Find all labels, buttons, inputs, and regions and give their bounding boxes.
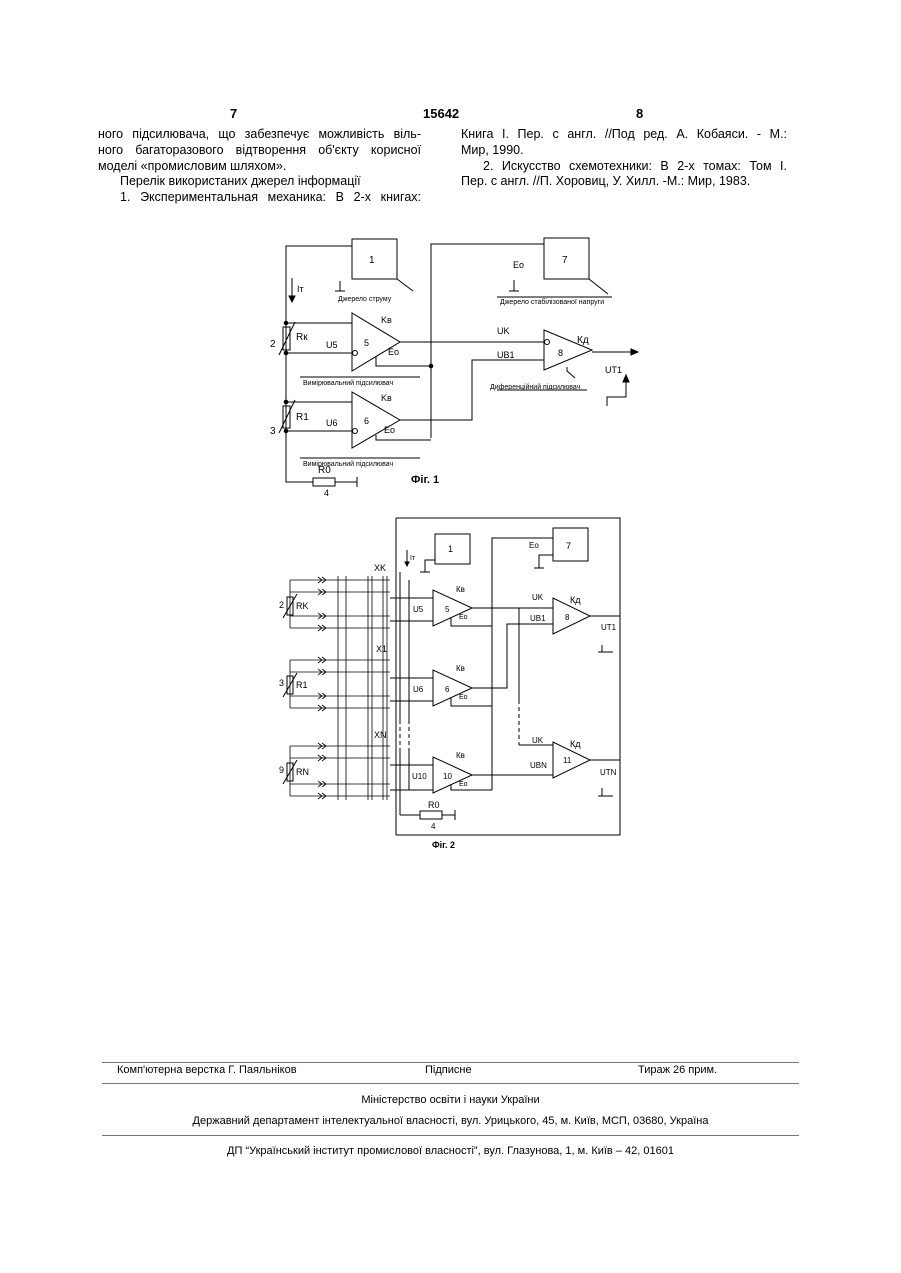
figure-2-circuit: 1 7 Eo Iт XK X1 XN 2 RK 3 R1 9 RN U5 U6 … — [270, 510, 630, 855]
right-line: Пер. с англ. //П. Хоровиц, У. Хилл. -М.:… — [461, 174, 787, 190]
fig2-amp5-e0: Eo — [459, 614, 468, 621]
fig1-amp8-label: Диференційний підсилювач — [490, 383, 581, 391]
right-line: Книга І. Пер. с англ. //Под ред. А. Коба… — [461, 127, 787, 143]
fig1-u6: U6 — [326, 418, 338, 428]
fig2-amp8-kd: Кд — [570, 595, 581, 605]
fig1-num2: 2 — [270, 339, 276, 350]
reference-2: 2. Искусство схемотехники: В 2-х томах: … — [461, 159, 787, 175]
left-line: ного підсилювача, що забезпечує можливіс… — [98, 127, 421, 143]
fig2-xn: XN — [374, 730, 387, 740]
left-column: ного підсилювача, що забезпечує можливіс… — [98, 127, 421, 206]
patent-number: 15642 — [423, 106, 459, 121]
fig2-ubn: UBN — [530, 761, 547, 770]
right-line: Мир, 1990. — [461, 143, 787, 159]
fig2-xk: XK — [374, 563, 386, 573]
fig2-amp6-number: 6 — [445, 685, 450, 694]
fig2-num3: 3 — [279, 678, 284, 688]
fig1-ut1: UT1 — [605, 365, 622, 375]
fig1-block1-label: Джерело струму — [338, 296, 392, 303]
left-line: моделі «промисловим шляхом». — [98, 159, 421, 175]
fig2-num2: 2 — [279, 600, 284, 610]
imprint-typesetting: Комп'ютерна верстка Г. Паяльніков — [117, 1064, 297, 1076]
fig2-x1: X1 — [376, 644, 387, 654]
fig2-current-label: Iт — [410, 555, 416, 562]
fig2-caption: Фіг. 2 — [432, 840, 455, 850]
fig2-utn: UTN — [600, 768, 617, 777]
fig2-u6: U6 — [413, 685, 424, 694]
page-number-right: 8 — [636, 106, 643, 121]
fig2-num4: 4 — [431, 822, 436, 831]
page-number-left: 7 — [230, 106, 237, 121]
fig2-amp5-number: 5 — [445, 605, 450, 614]
imprint-ministry: Міністерство освіти і науки України — [102, 1094, 799, 1106]
imprint-divider — [102, 1135, 799, 1136]
fig1-e0: Eo — [513, 260, 524, 270]
fig1-num3: 3 — [270, 426, 276, 437]
fig2-r0: R0 — [428, 800, 440, 810]
fig1-amp8-number: 8 — [558, 348, 563, 358]
fig2-amp10-number: 10 — [443, 772, 452, 781]
imprint-institute: ДП “Український інститут промислової вла… — [102, 1145, 799, 1157]
fig1-block7-number: 7 — [562, 255, 568, 266]
fig1-rk: Rк — [296, 332, 308, 343]
fig2-amp10-e0: Eo — [459, 781, 468, 788]
fig2-u5: U5 — [413, 605, 424, 614]
fig1-uk: UK — [497, 326, 510, 336]
fig1-block1-number: 1 — [369, 255, 375, 266]
fig1-r0: R0 — [318, 465, 331, 476]
fig2-block1-number: 1 — [448, 544, 453, 554]
left-line: ного багаторазового відтворення об'єкту … — [98, 143, 421, 159]
references-heading: Перелік використаних джерел інформації — [98, 174, 421, 190]
fig1-amp5-e0: Eo — [388, 347, 399, 357]
fig2-amp10-kv: Кв — [456, 751, 465, 760]
fig1-block7-label: Джерело стабілізованої напруги — [500, 298, 604, 306]
imprint-department: Державний департамент інтелектуальної вл… — [102, 1115, 799, 1127]
fig2-uk-n: UK — [532, 736, 544, 745]
imprint-divider — [102, 1062, 799, 1063]
fig2-uk: UK — [532, 593, 544, 602]
fig2-amp11-number: 11 — [563, 756, 572, 765]
fig1-amp5-kv: Kв — [381, 315, 392, 325]
fig2-amp6-e0: Eo — [459, 694, 468, 701]
fig2-ut1: UT1 — [601, 623, 617, 632]
fig1-caption: Фіг. 1 — [411, 474, 439, 486]
fig1-amp6-label: Вимірювальний підсилювач — [303, 460, 394, 468]
fig1-current-label: Iт — [297, 284, 304, 294]
fig1-amp5-label: Вимірювальний підсилювач — [303, 379, 394, 387]
fig2-rk: RK — [296, 601, 309, 611]
fig2-rn: RN — [296, 767, 309, 777]
imprint-divider — [102, 1083, 799, 1084]
fig1-r1: R1 — [296, 412, 309, 423]
fig1-num4: 4 — [324, 488, 329, 498]
fig2-e0: Eo — [529, 541, 539, 550]
fig1-amp6-number: 6 — [364, 416, 369, 426]
fig2-amp11-kd: Кд — [570, 739, 581, 749]
fig1-ub1: UB1 — [497, 350, 515, 360]
fig2-amp6-kv: Кв — [456, 664, 465, 673]
fig1-u5: U5 — [326, 340, 338, 350]
fig2-amp5-kv: Кв — [456, 585, 465, 594]
fig2-amp8-number: 8 — [565, 613, 570, 622]
fig2-ub1: UB1 — [530, 614, 546, 623]
fig1-amp6-kv: Kв — [381, 393, 392, 403]
right-column: Книга І. Пер. с англ. //Под ред. А. Коба… — [461, 127, 787, 190]
fig2-block7-number: 7 — [566, 541, 571, 551]
fig2-r1: R1 — [296, 680, 308, 690]
fig1-amp5-number: 5 — [364, 338, 369, 348]
fig1-amp6-e0: Eo — [384, 425, 395, 435]
fig2-num9: 9 — [279, 765, 284, 775]
imprint-circulation: Тираж 26 прим. — [638, 1064, 717, 1076]
fig2-u10: U10 — [412, 772, 427, 781]
figure-1-circuit: 1 Джерело струму 7 Eo Джерело стабілізов… — [255, 225, 675, 500]
imprint-signed: Підписне — [425, 1064, 472, 1076]
reference-1: 1. Экспериментальная механика: В 2-х кни… — [98, 190, 421, 206]
fig1-amp8-kd: Кд — [577, 335, 589, 346]
